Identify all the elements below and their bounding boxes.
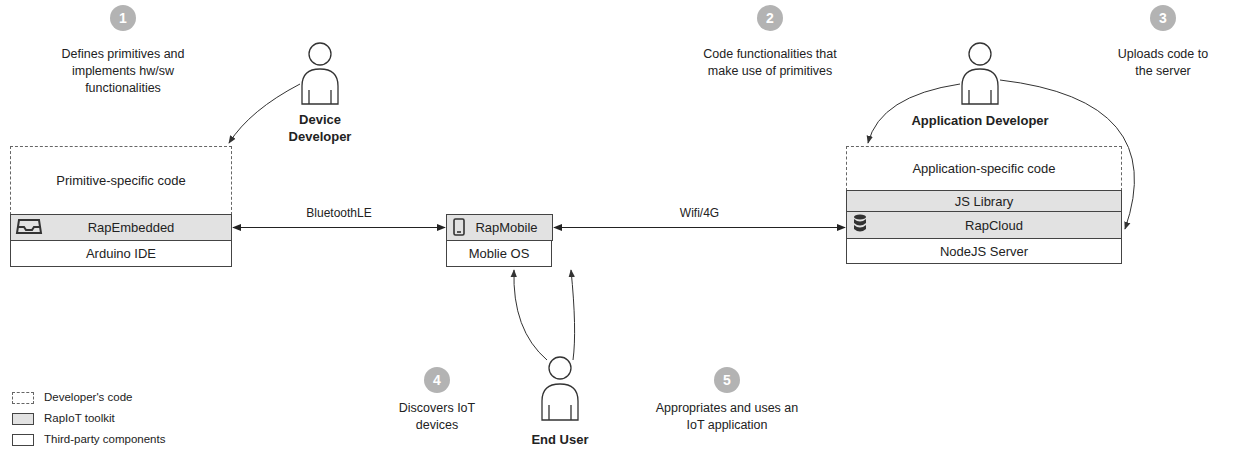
person-figure <box>302 43 338 104</box>
code-box: Primitive-specific code <box>10 146 232 215</box>
callout-number: 3 <box>1150 5 1176 31</box>
component-box: RapMobile <box>446 214 553 241</box>
connector-label: Wifi/4G <box>677 206 722 220</box>
legend-swatch <box>12 392 34 404</box>
connector-label: BluetoothLE <box>303 206 374 220</box>
legend-text: Developer's code <box>44 391 133 403</box>
legend-swatch <box>12 413 34 425</box>
person-figure <box>962 43 998 104</box>
legend-text: RapIoT toolkit <box>44 412 115 424</box>
box-label: Application-specific code <box>912 161 1055 176</box>
component-box: Arduino IDE <box>10 240 232 267</box>
step-note: Code functionalities that make use of pr… <box>700 46 840 80</box>
actor-name: Device Developer <box>275 112 365 146</box>
step-note: Defines primitives and implements hw/sw … <box>48 46 198 97</box>
box-label: RapMobile <box>475 220 537 235</box>
actor-name: Application Developer <box>895 113 1065 130</box>
connector-arrow <box>554 227 845 228</box>
callout-number: 5 <box>714 367 740 393</box>
component-box: NodeJS Server <box>846 238 1122 264</box>
step-note: Discovers IoT devices <box>382 400 492 434</box>
box-label: RapCloud <box>965 218 1023 233</box>
inbox-icon <box>17 220 41 233</box>
box-label: JS Library <box>955 194 1014 209</box>
component-box: Moblie OS <box>446 240 552 267</box>
legend-swatch <box>12 434 34 446</box>
legend-text: Third-party components <box>44 433 165 445</box>
box-label: Arduino IDE <box>86 246 156 261</box>
database-icon <box>854 215 866 232</box>
component-box: RapEmbedded <box>10 214 232 241</box>
callout-number: 2 <box>757 5 783 31</box>
actor-name: End User <box>515 432 605 449</box>
callout-number: 4 <box>424 367 450 393</box>
box-label: Primitive-specific code <box>56 173 185 188</box>
step-note: Uploads code to the server <box>1108 46 1218 80</box>
component-box: RapCloud <box>846 211 1122 239</box>
phone-icon <box>454 219 464 235</box>
box-label: RapEmbedded <box>88 220 175 235</box>
box-label: Moblie OS <box>469 246 530 261</box>
step-note: Appropriates and uses an IoT application <box>647 400 807 434</box>
person-figure <box>542 357 578 420</box>
component-box: JS Library <box>846 190 1122 212</box>
code-box: Application-specific code <box>846 146 1122 191</box>
connector-arrow <box>233 227 445 228</box>
box-label: NodeJS Server <box>940 244 1028 259</box>
leader-arrow <box>571 270 575 360</box>
callout-number: 1 <box>110 5 136 31</box>
leader-arrow <box>514 270 547 360</box>
